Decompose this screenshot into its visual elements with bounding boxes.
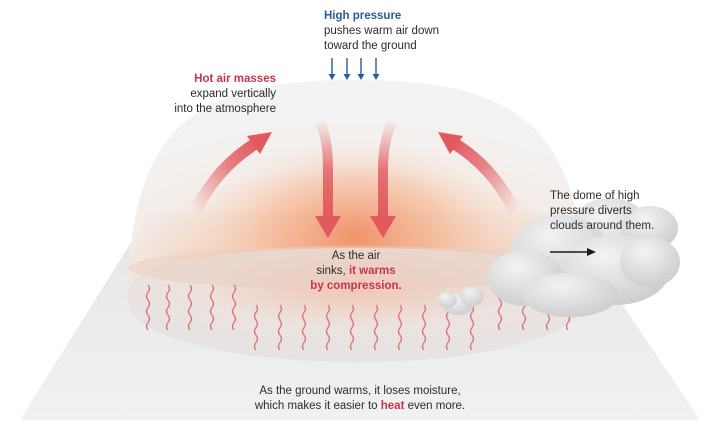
sink-line-2-highlight: it warms [348, 265, 396, 277]
small-down-arrow-icon [343, 58, 351, 80]
ground-line-2-pre: which makes it easier to [254, 400, 381, 412]
heat-wave-icon [349, 304, 355, 351]
right-arrow-icon [550, 248, 596, 256]
heat-wave-icon [469, 304, 475, 351]
ground-line-2-post: even more. [404, 400, 466, 412]
heat-wave-icon [301, 304, 307, 351]
high-pressure-line-2: toward the ground [324, 40, 417, 52]
high-pressure-label: High pressure pushes warm air down towar… [324, 9, 439, 54]
dome-line-3: clouds around them. [550, 220, 655, 232]
small-down-arrow-icon [328, 58, 336, 80]
dome-line-1: The dome of high [550, 190, 640, 202]
small-down-arrow-icon [372, 58, 380, 80]
thick-down-arrow-icon-right [370, 119, 397, 238]
dome-label: The dome of high pressure diverts clouds… [550, 189, 654, 234]
heat-wave-icon [145, 284, 151, 331]
sink-line-2-text: sinks, [316, 265, 349, 277]
heat-wave-icon [373, 304, 379, 351]
small-cloud-icon [437, 286, 484, 315]
curved-up-arrow-icon-left [189, 132, 272, 215]
heat-wave-icon [253, 304, 259, 351]
heat-wave-icon [165, 284, 171, 331]
high-pressure-line-1: pushes warm air down [324, 25, 440, 37]
sink-label: As the air sinks, it warms by compressio… [296, 249, 416, 294]
heat-wave-icon [397, 304, 403, 351]
hot-air-heading: Hot air masses [194, 73, 276, 85]
hot-air-line-2: into the atmosphere [174, 103, 276, 115]
ground-line-2: which makes it easier to heat even more. [180, 399, 540, 414]
sink-line-2: sinks, it warms [296, 264, 416, 279]
high-pressure-heading: High pressure [324, 10, 402, 22]
hot-air-label: Hot air masses expand vertically into th… [150, 72, 276, 117]
hot-air-line-1: expand vertically [190, 88, 276, 100]
ground-line-1: As the ground warms, it loses moisture, [259, 385, 461, 397]
sink-line-3: by compression. [310, 280, 402, 292]
small-down-arrow-icon [357, 58, 365, 80]
thick-down-arrow-icon-left [315, 119, 341, 238]
heat-wave-icon [231, 284, 237, 331]
heat-wave-icon [209, 284, 215, 331]
sink-line-1: As the air [331, 250, 381, 262]
heat-wave-icon [277, 304, 283, 351]
heat-wave-icon [325, 304, 331, 351]
ground-line-2-highlight: heat [380, 400, 405, 412]
heat-wave-icon [187, 284, 193, 331]
dome-line-2: pressure diverts [550, 205, 632, 217]
ground-label: As the ground warms, it loses moisture, … [180, 384, 540, 414]
small-down-arrow-icon-group [328, 58, 380, 80]
heat-wave-icon [421, 304, 427, 351]
curved-up-arrow-icon-right [438, 132, 521, 215]
